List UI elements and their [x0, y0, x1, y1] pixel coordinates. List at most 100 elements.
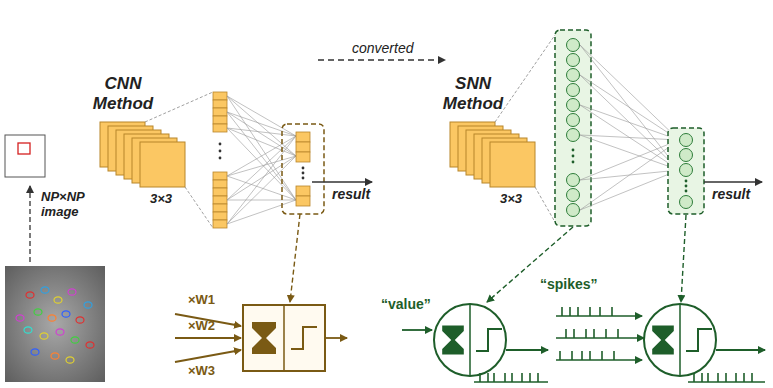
line — [227, 96, 296, 200]
spike-tick — [561, 307, 563, 316]
cell-outline — [84, 302, 92, 308]
spiking-neuron — [567, 99, 580, 112]
neuron-cell — [213, 100, 227, 108]
ellipsis-dot — [685, 190, 688, 193]
spike-tick — [599, 307, 601, 316]
neuron-cell — [296, 142, 310, 152]
spiking-neuron — [567, 39, 580, 52]
sum-symbol — [442, 326, 464, 355]
spiking-neuron — [567, 174, 580, 187]
spike-tick — [693, 373, 695, 382]
neuron-cell — [213, 108, 227, 116]
spike-tick — [487, 373, 489, 382]
sum-symbol — [252, 322, 276, 354]
input-type-label: “value” — [381, 296, 431, 312]
ellipsis-dot — [685, 180, 688, 183]
spike-tick — [565, 329, 567, 338]
spike-tick — [577, 307, 579, 316]
spike-tick — [571, 351, 573, 360]
line — [580, 140, 679, 180]
neuron-cell — [213, 196, 227, 204]
line — [580, 135, 679, 140]
ellipsis-dot — [685, 185, 688, 188]
spike-tick — [573, 329, 575, 338]
line — [402, 329, 432, 331]
spike-tick — [559, 351, 561, 360]
spike-tick — [569, 307, 571, 316]
line — [474, 381, 548, 383]
patch-window — [18, 143, 30, 154]
neuron-cell — [296, 186, 310, 196]
spiking-neuron — [567, 204, 580, 217]
line — [312, 181, 372, 182]
spiking-neuron-zoom — [434, 304, 506, 376]
spike-tick — [707, 373, 709, 382]
line — [506, 349, 548, 351]
line — [580, 170, 679, 210]
line — [495, 35, 555, 122]
line — [469, 304, 471, 376]
spike-tick — [493, 373, 495, 382]
step-symbol — [476, 329, 502, 351]
line — [227, 200, 296, 224]
spike-tick — [611, 307, 613, 316]
line — [535, 187, 555, 222]
neuron-cell — [213, 204, 227, 212]
cell-outline — [41, 287, 49, 293]
line — [580, 140, 679, 210]
spike-tick — [601, 351, 603, 360]
spike-tick — [593, 329, 595, 338]
line — [29, 186, 30, 262]
line — [227, 96, 296, 136]
cell-outline — [68, 289, 76, 295]
line — [580, 45, 679, 170]
ellipsis-dot — [302, 172, 305, 175]
neuron-cell — [213, 188, 227, 196]
line — [227, 96, 296, 156]
line — [580, 135, 679, 170]
spike-tick — [717, 373, 719, 382]
ellipsis-dot — [302, 167, 305, 170]
line — [318, 59, 445, 60]
line — [679, 304, 681, 376]
spike-tick — [617, 329, 619, 338]
ellipsis-dot — [219, 157, 222, 160]
spike-tick — [725, 373, 727, 382]
line — [227, 136, 296, 224]
weight-label: ×W2 — [188, 319, 215, 334]
spike-tick — [613, 351, 615, 360]
neuron-cell — [213, 180, 227, 188]
line — [175, 350, 241, 362]
spike-tick — [751, 373, 753, 382]
spike-tick — [605, 329, 607, 338]
section-title: SNN Method — [442, 74, 504, 113]
microscope-image — [5, 266, 105, 382]
cell-outline — [66, 357, 74, 363]
section-title: CNN Method — [92, 74, 154, 113]
line — [227, 128, 296, 200]
line — [227, 200, 296, 201]
cell-outline — [71, 337, 79, 343]
spike-tick — [521, 373, 523, 382]
neuron-cell — [296, 196, 310, 206]
spike-tick — [511, 373, 513, 382]
spiking-neuron — [680, 196, 693, 209]
spiking-neuron-zoom — [644, 304, 716, 376]
spike-tick — [537, 373, 539, 382]
spiking-layer-box — [555, 30, 591, 226]
line — [227, 136, 296, 176]
input-type-label: “spikes” — [540, 276, 598, 292]
spiking-neuron — [680, 164, 693, 177]
ellipsis-dot — [572, 161, 575, 164]
spiking-neuron — [567, 84, 580, 97]
spiking-neuron — [567, 189, 580, 202]
sum-symbol — [652, 326, 674, 355]
output-label: result — [332, 186, 370, 202]
ellipsis-dot — [572, 149, 575, 152]
cell-outline — [40, 333, 48, 339]
line — [580, 75, 679, 170]
line — [227, 112, 296, 200]
output-layer-box — [282, 124, 324, 214]
